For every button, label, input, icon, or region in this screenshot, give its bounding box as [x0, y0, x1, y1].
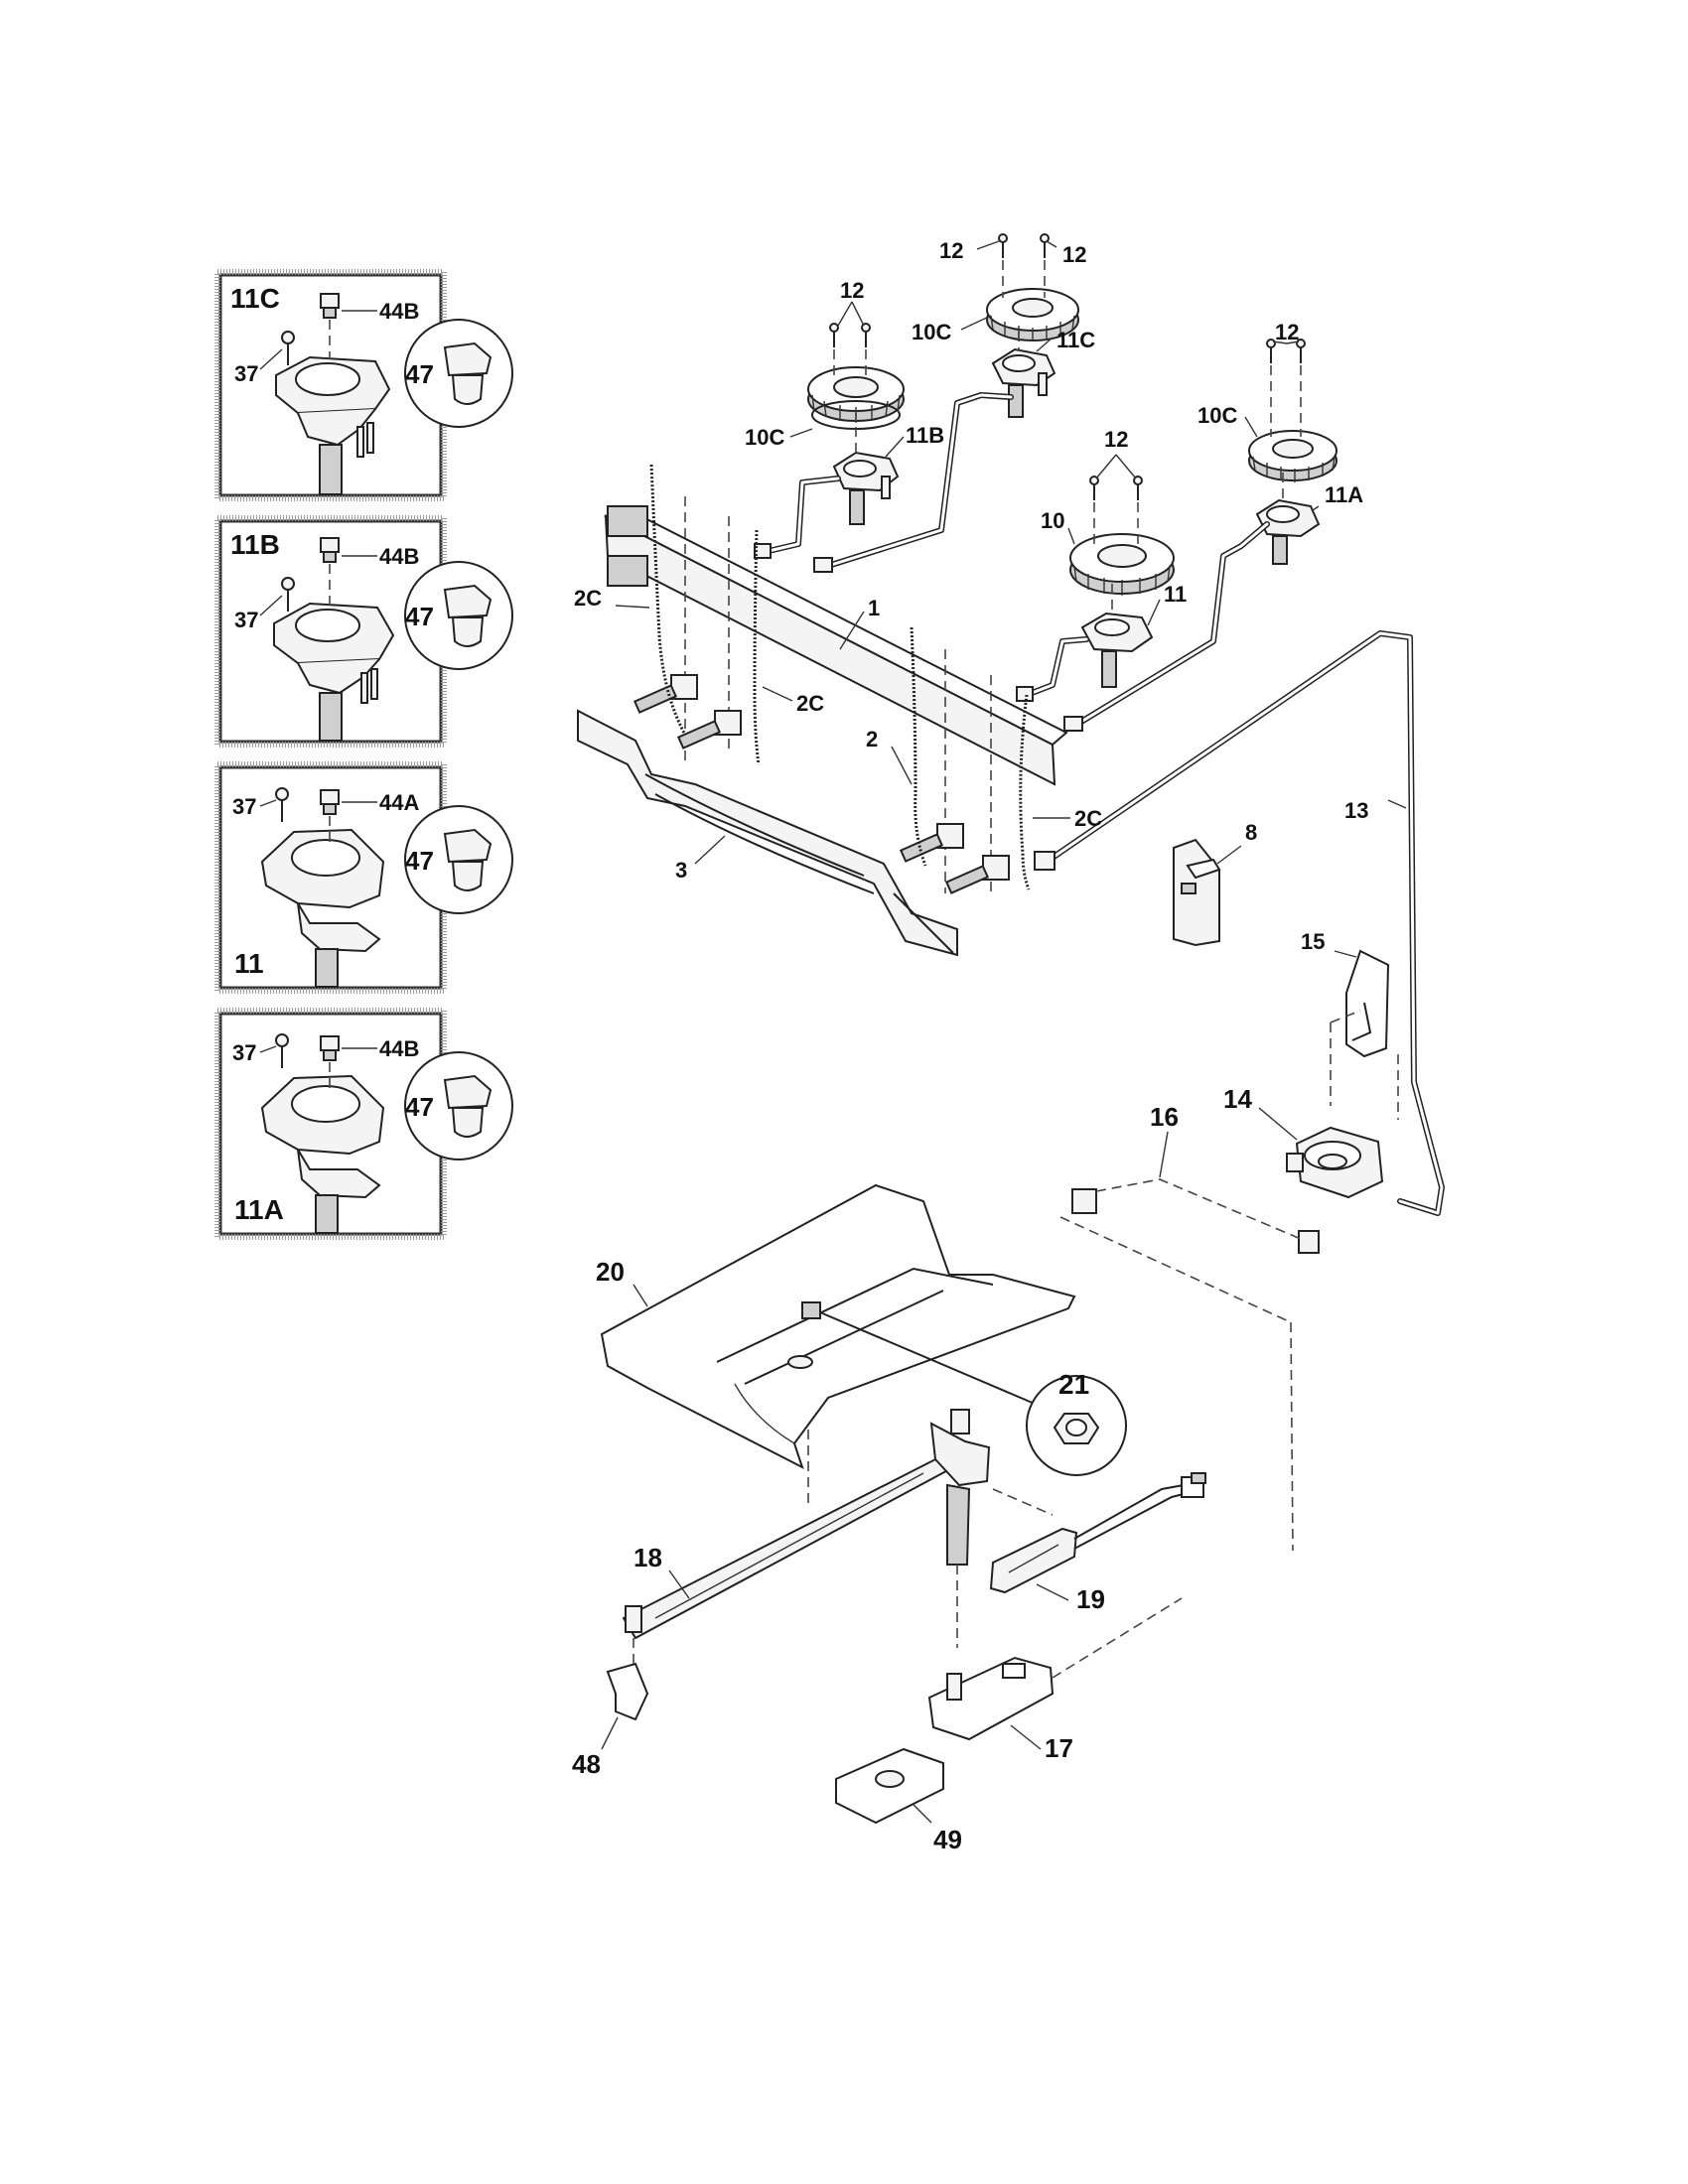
orifice-detail-icon [443, 828, 492, 891]
manifold-bracket [603, 496, 1068, 893]
label-10c: 10C [745, 425, 784, 450]
regulator-bracket [1330, 949, 1399, 1120]
valve-head-11 [1080, 612, 1154, 688]
inset-11b: 11B 44B 37 47 [214, 515, 513, 748]
label-16: 16 [1150, 1102, 1179, 1132]
valve-head-11a [1255, 498, 1321, 565]
inset-title: 11B [230, 529, 280, 560]
label-10: 10 [1041, 508, 1064, 533]
orifice-label: 44A [379, 790, 419, 815]
label-10c: 10C [912, 320, 951, 344]
tube-fittings [754, 543, 1083, 871]
spark-module [1173, 838, 1221, 947]
burner-bracket [606, 1638, 649, 1721]
label-49: 49 [933, 1825, 962, 1854]
inset-title: 11C [230, 283, 280, 314]
label-12: 12 [1275, 320, 1299, 344]
baffle-plate [600, 1183, 1076, 1470]
inset-11c: 11C 44B 37 47 [214, 269, 513, 501]
label-15: 15 [1301, 929, 1325, 954]
screw-label: 37 [234, 608, 258, 632]
label-20: 20 [596, 1257, 625, 1287]
nut-callout [801, 1301, 1127, 1476]
label-48: 48 [572, 1749, 601, 1779]
orifice-label: 44B [379, 544, 419, 569]
inset-11a: 44B 37 11A 47 [214, 1008, 513, 1240]
screw-icon [281, 331, 295, 365]
orifice-icon [320, 537, 340, 606]
orifice-icon [320, 293, 340, 359]
detail-label: 47 [405, 359, 434, 389]
igniter [989, 1472, 1206, 1594]
label-10c: 10C [1197, 403, 1237, 428]
label-2: 2 [866, 727, 878, 751]
screw-label: 37 [234, 361, 258, 386]
orifice-label: 44B [379, 1036, 419, 1061]
safety-valve [927, 1597, 1183, 1741]
dash-guides [833, 260, 1302, 614]
screws-12 [829, 233, 1306, 500]
inset-title: 11 [234, 948, 264, 979]
orifice-label: 44B [379, 299, 419, 324]
orifice-detail-icon [443, 584, 492, 647]
label-12: 12 [840, 278, 864, 303]
detail-label: 47 [405, 1092, 434, 1122]
label-11: 11 [1164, 582, 1187, 607]
label-14: 14 [1223, 1084, 1252, 1114]
valve-head-11c [991, 347, 1056, 418]
burner-10c-top [986, 288, 1079, 341]
leader-lines [601, 240, 1407, 1824]
igniter-wires [649, 464, 1031, 890]
label-8: 8 [1245, 820, 1257, 845]
nut-icon [1053, 1413, 1100, 1444]
orifice-icon [320, 1035, 340, 1088]
label-2c: 2C [1074, 806, 1102, 831]
label-11b: 11B [906, 423, 944, 448]
label-11c: 11C [1056, 328, 1095, 352]
screw-label: 37 [232, 1040, 256, 1065]
valve-head-11b [832, 451, 900, 525]
label-3: 3 [675, 858, 687, 883]
label-12: 12 [1062, 242, 1086, 267]
inset-title: 11A [234, 1194, 284, 1225]
label-19: 19 [1076, 1584, 1105, 1614]
label-17: 17 [1045, 1733, 1073, 1763]
burner-valves [633, 674, 1010, 894]
burner-head-icon [273, 602, 395, 742]
label-21: 21 [1058, 1369, 1089, 1400]
valve-shield [835, 1747, 944, 1825]
detail-label: 47 [405, 602, 434, 631]
screw-label: 37 [232, 794, 256, 819]
manifold-pipe [577, 709, 958, 957]
label-2c: 2C [574, 586, 602, 611]
orifice-detail-icon [443, 1074, 492, 1138]
label-12: 12 [939, 238, 963, 263]
burner-10 [1069, 533, 1175, 596]
fittings-16 [1059, 1178, 1320, 1552]
burner-head-icon [275, 355, 391, 495]
label-2c: 2C [796, 691, 824, 716]
label-18: 18 [633, 1543, 662, 1572]
burner-10c-left [807, 366, 905, 430]
callout-labels: 12 12 12 12 12 10C 10C 10C 10 11C 11B 11… [572, 238, 1368, 1854]
screw-icon [281, 577, 295, 612]
screw-icon [275, 787, 289, 822]
burner-head-icon [260, 828, 385, 988]
label-11a: 11A [1325, 482, 1363, 507]
pressure-regulator [1286, 1126, 1384, 1199]
bake-burner-tube [622, 1409, 991, 1648]
inset-11: 44A 37 11 47 [214, 761, 513, 994]
burner-10c-right [1248, 430, 1337, 482]
label-1: 1 [868, 596, 880, 620]
orifice-icon [320, 789, 340, 842]
orifice-detail-icon [443, 341, 492, 405]
gas-tubes [762, 392, 1445, 1216]
burner-head-icon [260, 1074, 385, 1234]
detail-label: 47 [405, 846, 434, 876]
label-13: 13 [1344, 798, 1368, 823]
screw-icon [275, 1033, 289, 1068]
label-12: 12 [1104, 427, 1128, 452]
